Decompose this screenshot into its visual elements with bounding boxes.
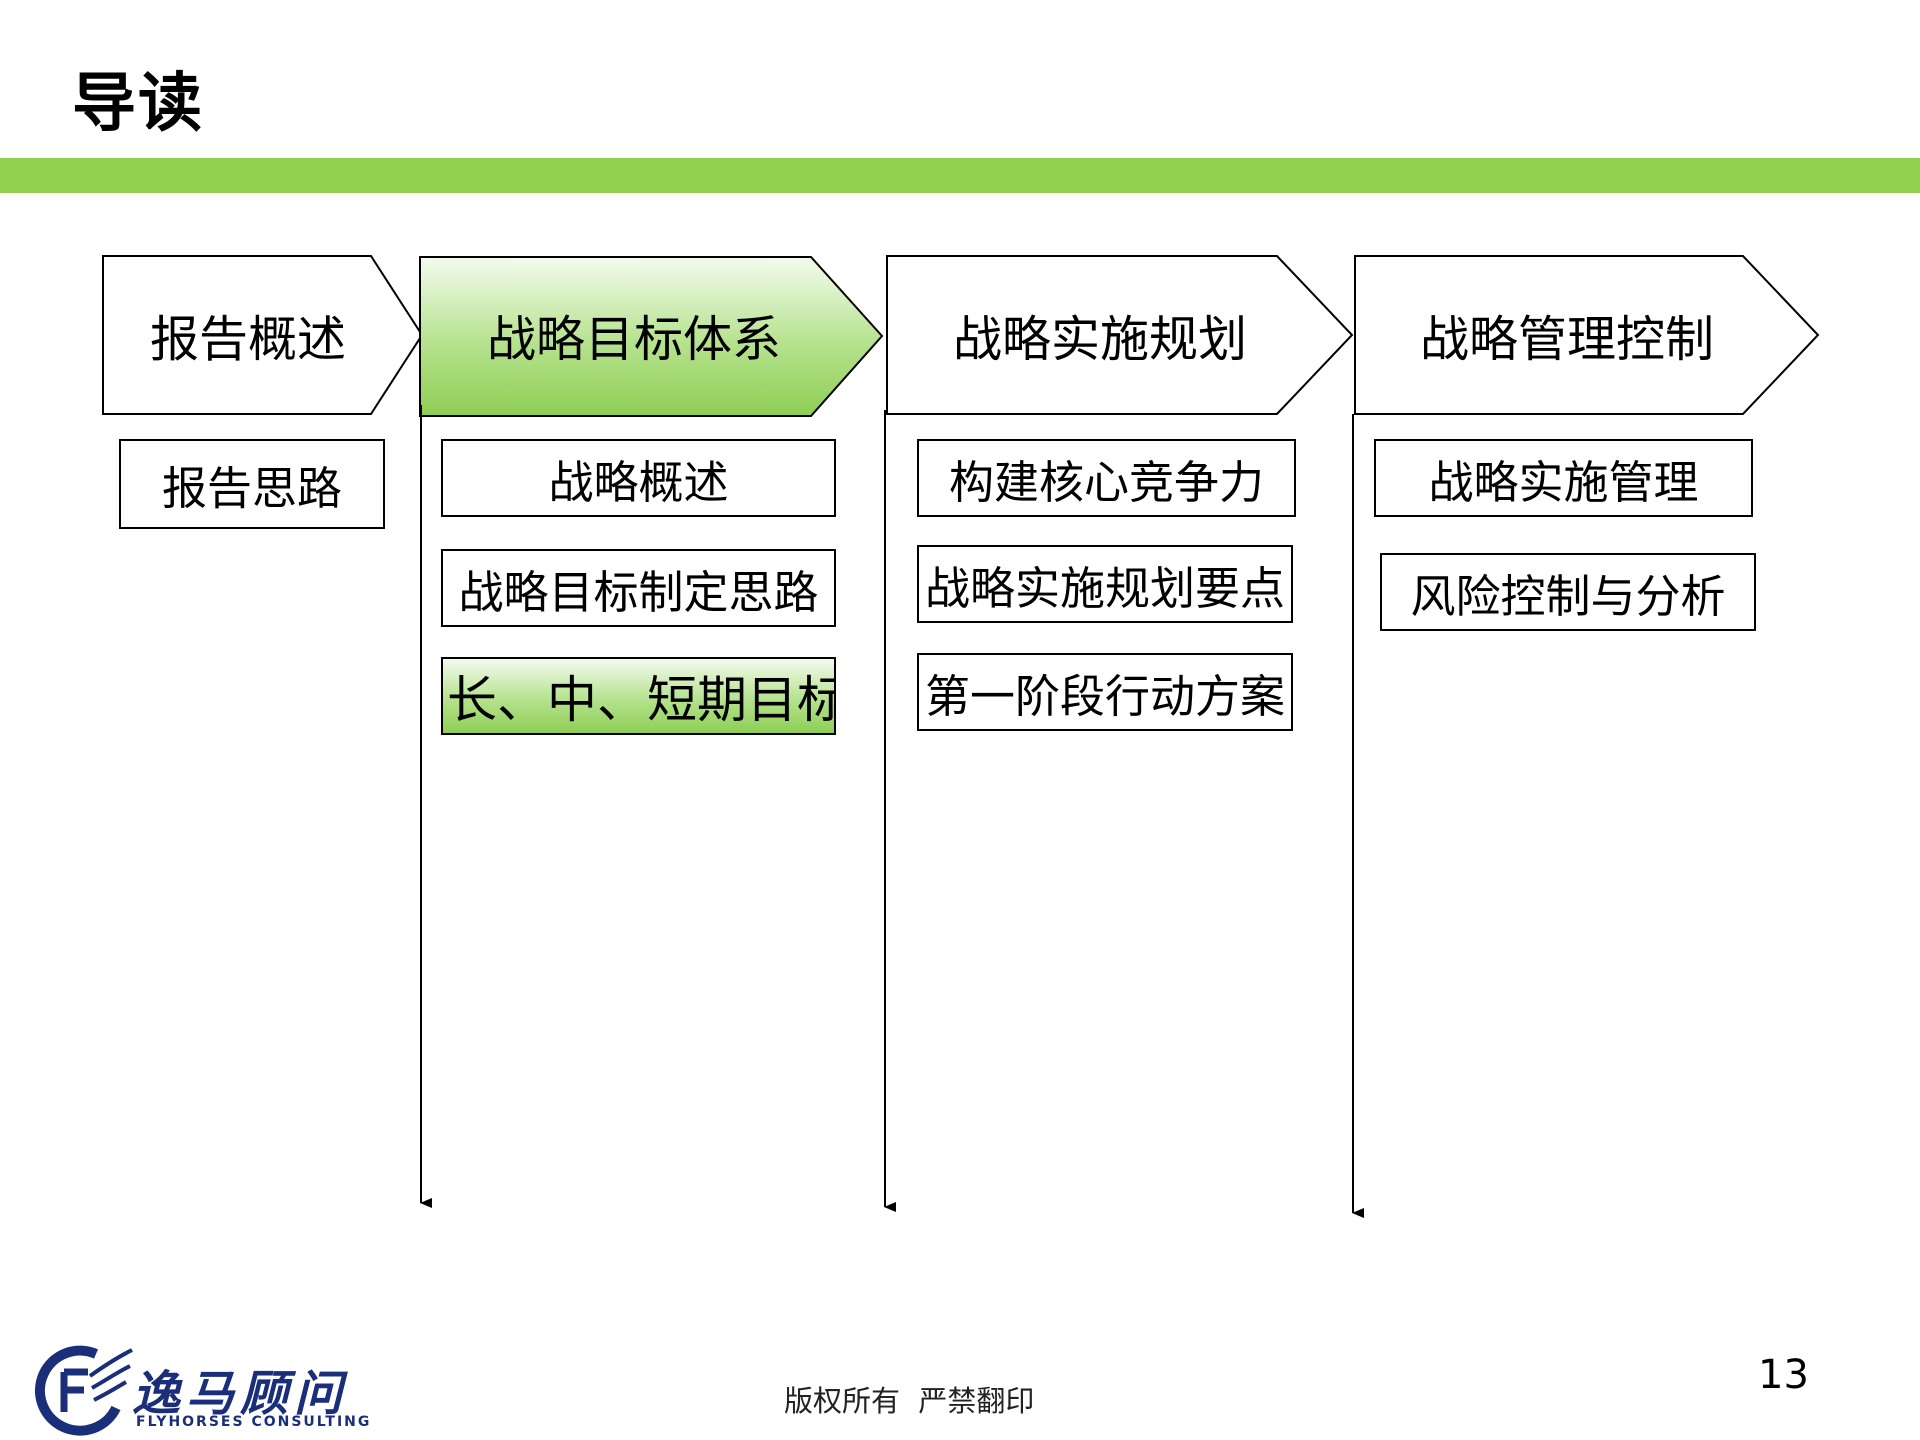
item-implementation-management[interactable]: 战略实施管理 — [1374, 439, 1753, 517]
logo-emblem-icon — [34, 1345, 133, 1436]
stage-label-report-overview: 报告概述 — [149, 310, 346, 368]
logo-name-cn: 逸马顾问 — [132, 1366, 349, 1422]
item-phase-one-action-plan[interactable]: 第一阶段行动方案 — [917, 653, 1293, 731]
item-goal-setting-approach[interactable]: 战略目标制定思路 — [441, 549, 836, 627]
header-accent-bar — [0, 158, 1920, 193]
item-long-mid-short-term-goals[interactable]: 长、中、短期目标 — [441, 657, 836, 735]
item-report-approach[interactable]: 报告思路 — [119, 439, 385, 529]
item-risk-control-analysis[interactable]: 风险控制与分析 — [1380, 553, 1756, 631]
page-title: 导读 — [72, 67, 204, 141]
stage-chevron-strategy-implementation[interactable] — [886, 255, 1354, 415]
company-logo: 逸马顾问 FLYHORSES CONSULTING — [24, 1336, 394, 1440]
logo-name-en: FLYHORSES CONSULTING — [136, 1414, 372, 1430]
stage-chevron-report-overview[interactable] — [102, 255, 424, 415]
stage-label-strategy-implementation: 战略实施规划 — [952, 310, 1247, 368]
stage-chevron-strategy-control[interactable] — [1354, 255, 1820, 415]
stage-chevron-strategic-goals[interactable] — [419, 256, 884, 417]
stage-label-strategy-control: 战略管理控制 — [1419, 310, 1714, 368]
stage-label-strategic-goals: 战略目标体系 — [486, 310, 781, 368]
item-strategy-overview[interactable]: 战略概述 — [441, 439, 836, 517]
copyright-notice: 版权所有 严禁翻印 — [784, 1384, 1035, 1418]
item-core-competence[interactable]: 构建核心竞争力 — [917, 439, 1296, 517]
page-number: 13 — [1758, 1352, 1809, 1398]
item-implementation-key-points[interactable]: 战略实施规划要点 — [917, 545, 1293, 623]
